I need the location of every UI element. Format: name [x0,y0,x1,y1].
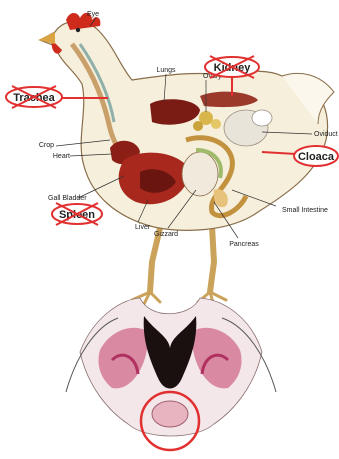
annotation-spleen: Spleen [52,203,102,225]
label-crop: Crop [39,142,54,149]
eye-dot [76,28,80,32]
egg [252,110,272,126]
annotation-kidney: Kidney [205,56,259,78]
chicken-illustration [38,13,334,306]
label-small-intestine: Small Intestine [282,207,328,214]
annotation-trachea: Trachea [6,86,62,108]
label-heart: Heart [53,153,70,160]
label-gizzard: Gizzard [154,231,178,238]
label-eye: Eye [87,11,99,18]
cloaca-photo [66,298,276,450]
annotation-cloaca: Cloaca [294,146,338,166]
annotation-cloaca-text: Cloaca [298,151,335,163]
label-liver: Liver [135,224,151,231]
label-lungs: Lungs [156,67,176,74]
gizzard-organ [182,152,218,196]
label-oviduct: Oviduct [314,131,338,138]
vent [152,401,188,427]
label-pancreas: Pancreas [229,241,259,248]
label-gall-bladder: Gall Bladder [48,195,87,202]
